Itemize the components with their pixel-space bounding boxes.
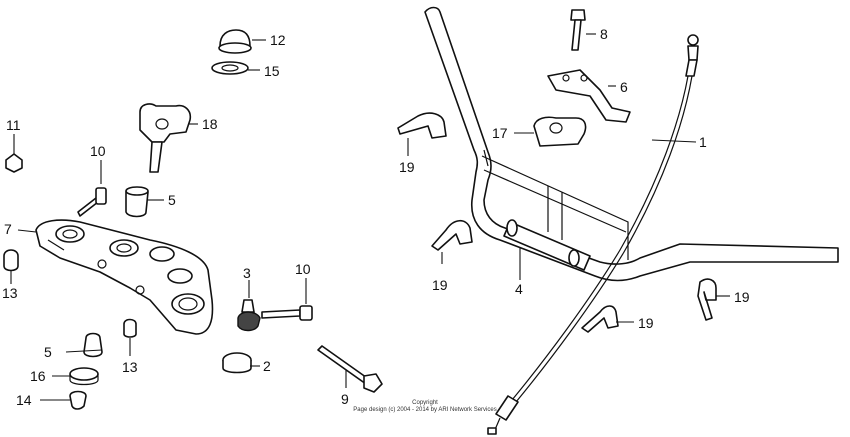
nut-14 [69, 390, 87, 410]
rubber-5-top [125, 186, 149, 218]
label-15: 15 [264, 63, 280, 79]
holder-17 [533, 116, 587, 147]
copyright-line-2: Page design (c) 2004 - 2014 by ARI Netwo… [353, 407, 497, 413]
washer-15 [211, 61, 249, 75]
handlebar [424, 6, 839, 282]
label-1: 1 [699, 134, 707, 150]
bolt-10-left [77, 187, 107, 217]
clamp-19-top [397, 112, 447, 139]
label-5-bottom: 5 [44, 344, 52, 360]
cap-12 [218, 29, 252, 54]
bolt-10-right [261, 305, 313, 321]
label-19-left: 19 [432, 277, 448, 293]
label-19-mid: 19 [638, 315, 654, 331]
label-7: 7 [4, 221, 12, 237]
label-19-top: 19 [399, 159, 415, 175]
label-4: 4 [515, 281, 523, 297]
throttle-cable [487, 34, 699, 435]
label-18: 18 [202, 116, 218, 132]
label-12: 12 [270, 32, 286, 48]
label-5-top: 5 [168, 192, 176, 208]
part-labels: 1 2 3 4 5 5 6 7 8 9 10 10 11 12 13 13 14… [2, 26, 750, 408]
bottom-bridge-7 [35, 219, 214, 335]
bolt-8 [570, 9, 586, 51]
bolt-9 [317, 345, 383, 393]
leader-lines [10, 33, 730, 401]
grommet-2 [222, 352, 252, 374]
washer-16 [69, 367, 99, 386]
label-19-right: 19 [734, 289, 750, 305]
nut-11 [5, 153, 23, 173]
label-17: 17 [492, 125, 508, 141]
label-3: 3 [243, 265, 251, 281]
bracket-6 [547, 69, 631, 123]
nut-13-center [123, 318, 137, 338]
clamp-19-right [697, 278, 717, 321]
label-13-center: 13 [122, 359, 138, 375]
rubber-5-bottom [83, 332, 103, 358]
label-6: 6 [620, 79, 628, 95]
nut-13-left [3, 249, 19, 272]
copyright-notice: Copyright Page design (c) 2004 - 2014 by… [300, 400, 550, 414]
clamp-19-mid [581, 305, 619, 333]
label-9: 9 [341, 391, 349, 407]
clamp-19-left [431, 219, 473, 251]
fitting-3 [237, 299, 261, 332]
label-11: 11 [6, 117, 21, 133]
copyright-line-1: Copyright [412, 400, 438, 406]
label-14: 14 [16, 392, 32, 408]
label-13-left: 13 [2, 285, 18, 301]
label-2: 2 [263, 358, 271, 374]
label-8: 8 [600, 26, 608, 42]
label-10-right: 10 [295, 261, 311, 277]
bar-pad [503, 219, 591, 271]
label-16: 16 [30, 368, 46, 384]
upper-bracket-18 [139, 103, 192, 173]
label-10-left: 10 [90, 143, 106, 159]
